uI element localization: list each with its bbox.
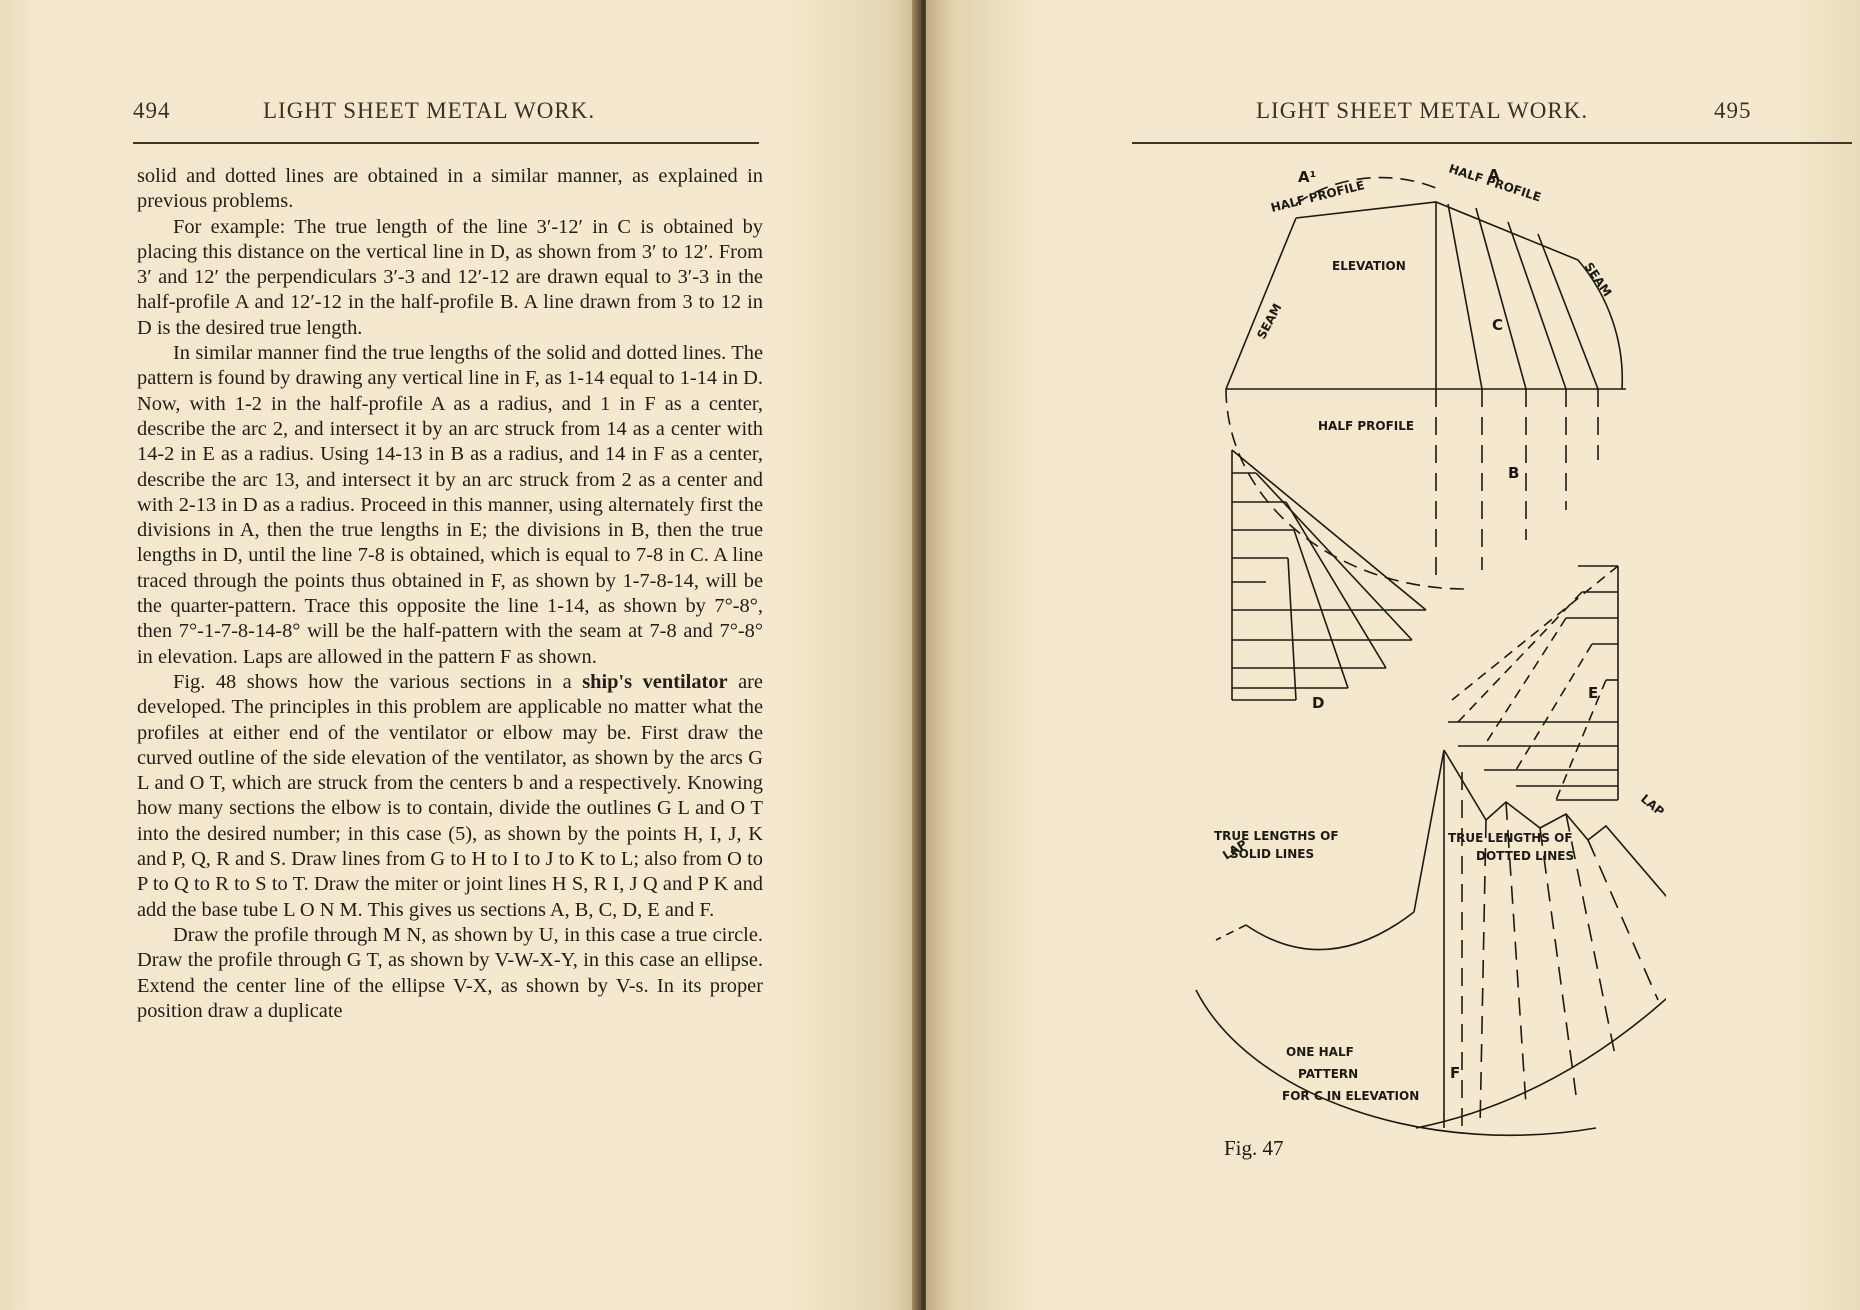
left-page: 494 LIGHT SHEET METAL WORK. solid and do…	[0, 0, 918, 1310]
solid-true-diagonals	[1231, 449, 1427, 701]
paragraph-1: solid and dotted lines are obtained in a…	[137, 165, 763, 213]
left-header-rule	[133, 142, 759, 144]
elevation-top	[1295, 201, 1579, 261]
elevation-line-2	[1447, 203, 1483, 390]
pattern-top-to-1	[1413, 749, 1445, 913]
right-page-number: 495	[1714, 98, 1752, 123]
right-running-head: LIGHT SHEET METAL WORK.	[1256, 98, 1589, 123]
half-profile-a-arc	[1295, 176, 1437, 205]
right-header-rule	[1132, 142, 1852, 144]
label-true-dotted-2: DOTTED LINES	[1476, 849, 1574, 863]
solid-true-horizontals	[1232, 472, 1426, 701]
paragraph-2: For example: The true length of the line…	[137, 215, 763, 339]
paragraph-4-bold-term: ship's ventilator	[582, 670, 728, 693]
label-a: A	[1488, 166, 1500, 184]
paragraph-5: Draw the profile through M N, as shown b…	[137, 923, 763, 1022]
label-lap-right: LAP	[1638, 792, 1666, 819]
label-e: E	[1588, 684, 1598, 702]
elevation-line-3	[1475, 207, 1527, 390]
figure-caption: Fig. 47	[1224, 1136, 1284, 1160]
label-f: F	[1450, 1064, 1460, 1082]
paragraph-3: In similar manner find the true lengths …	[137, 342, 763, 668]
pattern-bottom-right	[1415, 997, 1666, 1129]
paragraph-4-rest: are developed. The principles in this pr…	[137, 670, 763, 921]
figure-47-drawing: ELEVATION HALF PROFILE HALF PROFILE HALF…	[1195, 162, 1666, 1160]
label-elevation: ELEVATION	[1332, 259, 1406, 273]
left-body-text: solid and dotted lines are obtained in a…	[137, 164, 763, 1024]
label-pattern-1: ONE HALF	[1286, 1045, 1354, 1059]
label-b: B	[1508, 464, 1519, 482]
label-true-solid-2: SOLID LINES	[1230, 847, 1314, 861]
left-page-number: 494	[133, 98, 171, 123]
figure-47: ELEVATION HALF PROFILE HALF PROFILE HALF…	[1186, 160, 1666, 1180]
label-a1: A¹	[1298, 168, 1316, 186]
label-half-profile-mid: HALF PROFILE	[1318, 419, 1414, 433]
label-true-solid-1: TRUE LENGTHS OF	[1214, 829, 1339, 843]
paragraph-4: Fig. 48 shows how the various sections i…	[137, 670, 763, 923]
dotted-true-horizontals	[1448, 565, 1618, 801]
left-running-head: LIGHT SHEET METAL WORK.	[263, 98, 596, 123]
paragraph-4-lead: Fig. 48 shows how the various sections i…	[173, 670, 583, 693]
seam-line-left	[1225, 217, 1297, 390]
label-d: D	[1312, 694, 1324, 712]
label-pattern-3: FOR C IN ELEVATION	[1282, 1089, 1419, 1103]
elevation-line-5	[1537, 233, 1599, 390]
lower-half-profile-arc	[1225, 388, 1467, 590]
pattern-bottom-arc	[1195, 989, 1597, 1137]
label-c: C	[1492, 316, 1503, 334]
label-seam-right: SEAM	[1582, 260, 1615, 299]
seam-line-right	[1577, 259, 1624, 390]
label-half-profile-a: HALF PROFILE	[1269, 178, 1366, 215]
label-true-dotted-1: TRUE LENGTHS OF	[1448, 831, 1573, 845]
label-pattern-2: PATTERN	[1298, 1067, 1358, 1081]
pattern-top-left-curve	[1245, 911, 1415, 951]
right-page: LIGHT SHEET METAL WORK. 495	[926, 0, 1860, 1310]
elevation-line-4	[1507, 221, 1567, 390]
